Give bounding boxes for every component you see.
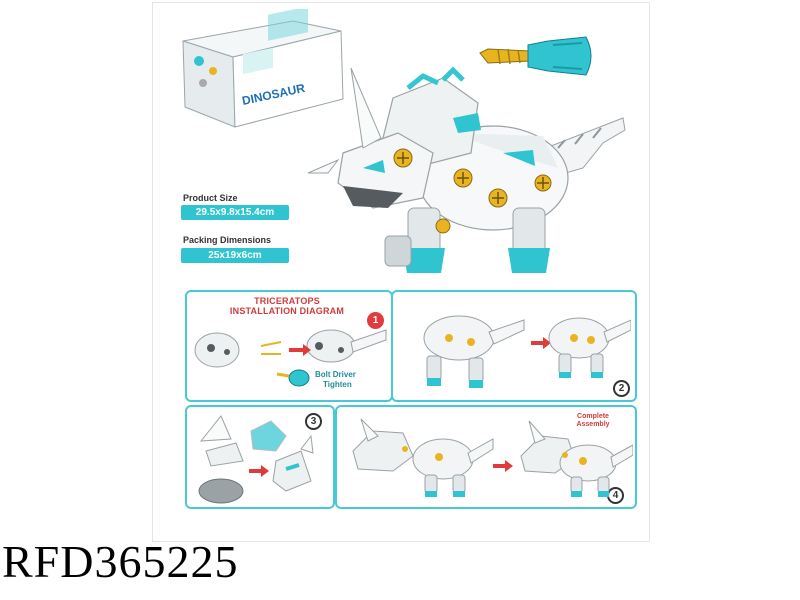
complete-caption-line1: Complete — [577, 413, 609, 420]
step-number-3: 3 — [305, 413, 322, 430]
tool-caption-line1: Bolt Driver — [315, 370, 356, 379]
product-size-value: 29.5x9.8x15.4cm — [181, 205, 289, 220]
step-4-illustration — [352, 418, 633, 497]
instruction-panel-1: TRICERATOPS INSTALLATION DIAGRAM 1 Bolt … — [185, 290, 393, 402]
step-3-illustration — [198, 415, 314, 504]
complete-caption-line2: Assembly — [576, 421, 610, 428]
product-sheet: DINOSAUR — [152, 2, 650, 542]
step-1-illustration — [194, 329, 387, 387]
packaging-box: DINOSAUR — [182, 9, 344, 128]
instruction-panel-2: 2 — [391, 290, 637, 402]
instruction-panel-4: Complete Assembly 4 — [335, 405, 637, 509]
diagram-title-line1: TRICERATOPS — [254, 296, 320, 306]
triceratops-toy-main — [307, 66, 626, 273]
step-number-2: 2 — [613, 380, 630, 397]
product-size-label: Product Size — [183, 193, 238, 203]
step-2-illustration — [423, 315, 631, 388]
step-number-1: 1 — [367, 312, 384, 329]
instruction-panel-3: 3 — [185, 405, 335, 509]
product-code: RFD365225 — [2, 536, 239, 587]
diagram-title-line2: INSTALLATION DIAGRAM — [229, 306, 345, 316]
packing-dimensions-label: Packing Dimensions — [183, 235, 272, 245]
packing-dimensions-value: 25x19x6cm — [181, 248, 289, 263]
screwdriver-tool — [479, 36, 592, 76]
tool-caption-line2: Tighten — [323, 380, 352, 389]
